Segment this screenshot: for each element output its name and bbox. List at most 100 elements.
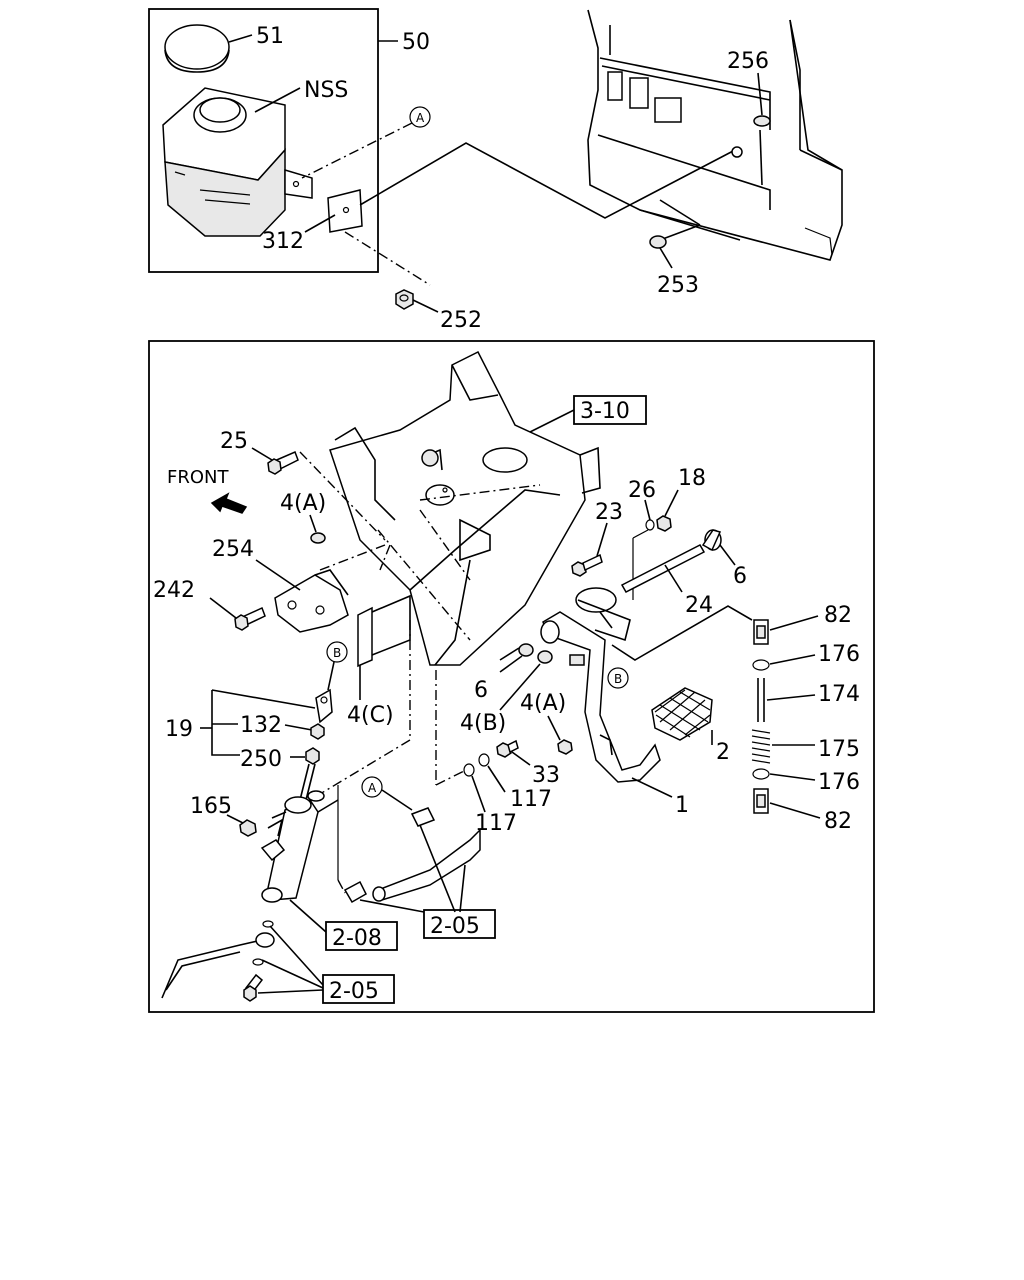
leader-117-b — [487, 765, 506, 793]
leader-6-left — [499, 655, 523, 673]
label-nss: NSS — [304, 78, 348, 103]
ref-a-circle-top — [409, 106, 431, 128]
washer-117-b — [478, 753, 490, 767]
bottom-panel: 3-10 25 FRONT 4(A) 254 2 — [148, 340, 875, 1013]
leader-a-mid — [381, 789, 413, 811]
ref-2-08-box — [325, 921, 398, 951]
ref-b-circle-left — [326, 641, 348, 663]
leader-2-08 — [289, 899, 327, 933]
label-176-bottom: 176 — [818, 770, 860, 795]
leader-82-bottom — [769, 802, 821, 819]
dashline-a — [301, 122, 413, 179]
nut-252 — [395, 289, 414, 310]
leader-242 — [209, 597, 237, 619]
clevis-132 — [315, 688, 333, 724]
clutch-master-cylinder — [260, 790, 339, 903]
leader-3-10 — [529, 409, 575, 433]
leader-4a-top — [309, 514, 317, 533]
leader-25 — [251, 447, 273, 461]
dash-254 — [319, 544, 386, 571]
leader-176-bottom — [769, 773, 816, 781]
label-19: 19 — [165, 717, 193, 742]
nut-4b — [537, 650, 553, 664]
shaft-24 — [620, 529, 722, 593]
lower-pipe — [161, 920, 275, 1002]
leader-117-a — [471, 775, 486, 813]
dash-4c2 — [309, 739, 411, 801]
label-3-10: 3-10 — [580, 399, 630, 424]
bolt-23 — [571, 553, 603, 577]
leader-6-right — [719, 544, 736, 566]
label-18: 18 — [678, 466, 706, 491]
leader-2-05-mid-b — [359, 899, 425, 913]
plug-256 — [753, 115, 771, 127]
plug-253 — [649, 235, 667, 249]
ref-2-05-mid-box — [423, 909, 496, 939]
leader-18 — [664, 489, 679, 517]
washer-117-a — [463, 763, 475, 777]
bolt-242 — [234, 606, 266, 631]
leader-4a-mid — [547, 715, 561, 741]
label-174: 174 — [818, 682, 860, 707]
ref-a-circle-mid — [361, 776, 383, 798]
bracket-26 — [632, 529, 649, 539]
leader-252 — [412, 299, 439, 313]
label-6-right: 6 — [733, 564, 747, 589]
label-2-08: 2-08 — [332, 926, 382, 951]
nut-165 — [239, 819, 257, 837]
label-117-b: 117 — [510, 787, 552, 812]
route-253 — [659, 199, 701, 226]
brace-19-top — [211, 689, 316, 709]
top-panel: 50 51 NSS 312 A — [148, 8, 843, 333]
label-250: 250 — [240, 747, 282, 772]
leader-2-05-mid-a — [419, 824, 456, 913]
label-2-05-mid: 2-05 — [430, 914, 480, 939]
bolt-6-left — [499, 643, 534, 661]
leader-23 — [596, 522, 608, 557]
pedal-bracket — [329, 350, 601, 666]
cab-front — [587, 9, 843, 261]
leader-2-05-a — [269, 925, 324, 986]
label-2-05-lower: 2-05 — [329, 979, 379, 1004]
bolt-33 — [496, 739, 519, 758]
label-33: 33 — [532, 763, 560, 788]
label-1: 1 — [675, 793, 689, 818]
nut-18 — [656, 515, 672, 532]
ref-3-10-box — [573, 395, 647, 425]
leader-26 — [644, 499, 651, 521]
leader-2-05-c — [257, 989, 324, 994]
label-4a-top: 4(A) — [280, 491, 326, 516]
leader-4b — [499, 663, 541, 711]
label-165: 165 — [190, 794, 232, 819]
bolt-25 — [267, 450, 299, 475]
ref-a-top: A — [416, 111, 425, 125]
ref-b-left: B — [333, 646, 341, 660]
leader-256 — [757, 72, 763, 116]
nut-4a-top — [310, 532, 326, 544]
leader-254 — [255, 559, 301, 591]
reservoir-tank — [162, 87, 313, 237]
reservoir-cap — [164, 24, 253, 73]
brace-19 — [211, 690, 240, 756]
label-23: 23 — [595, 500, 623, 525]
leader-33 — [511, 751, 531, 766]
label-4b: 4(B) — [460, 711, 506, 736]
label-252: 252 — [440, 308, 482, 333]
route-b-right — [611, 605, 753, 661]
dashline-252 — [344, 231, 431, 286]
bracket-4c — [357, 594, 411, 668]
label-25: 25 — [220, 429, 248, 454]
label-51: 51 — [256, 24, 284, 49]
ref-b-right: B — [614, 672, 622, 686]
ref-a-mid: A — [368, 781, 377, 795]
label-132: 132 — [240, 713, 282, 738]
pedal-pad-2 — [651, 687, 713, 741]
leader-1 — [631, 777, 673, 798]
leader-174 — [766, 694, 816, 701]
washer-26 — [645, 519, 655, 531]
reservoir-frame — [148, 8, 379, 273]
label-117-a: 117 — [475, 811, 517, 836]
label-253: 253 — [657, 273, 699, 298]
label-26: 26 — [628, 478, 656, 503]
